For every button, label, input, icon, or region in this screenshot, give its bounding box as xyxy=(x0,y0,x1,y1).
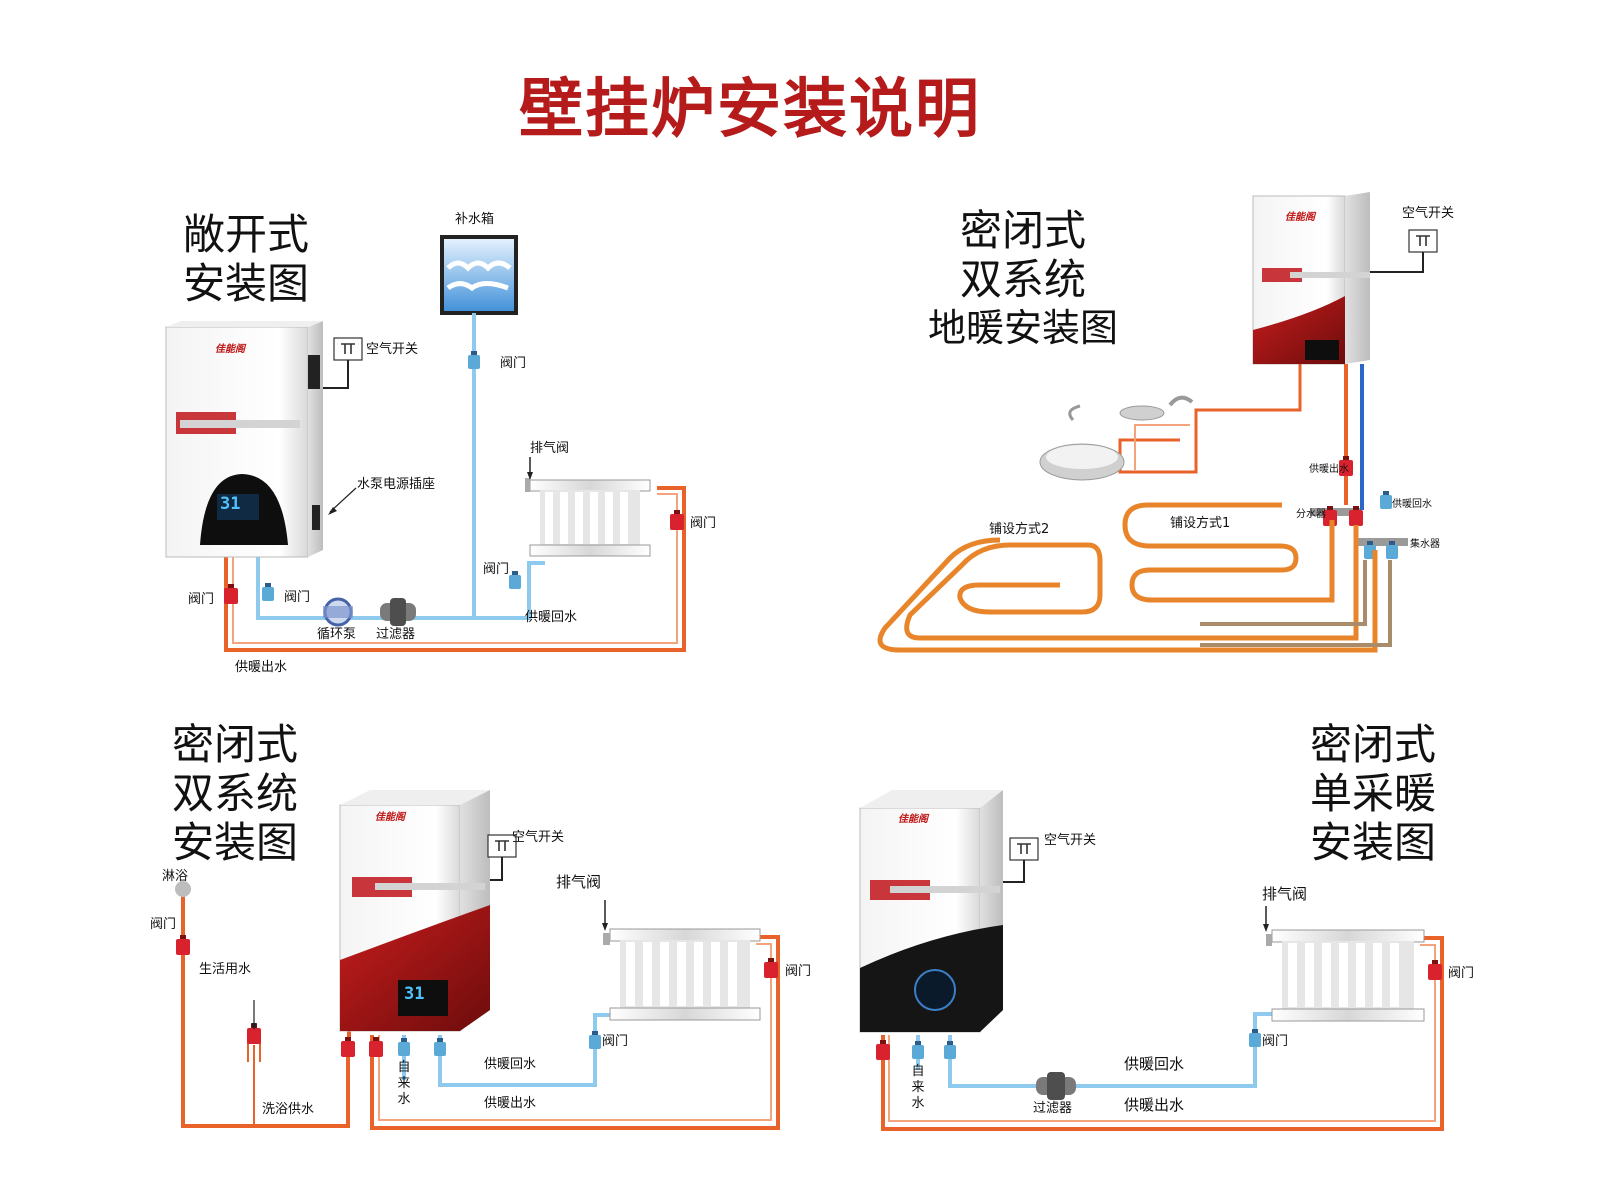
brand-logo: 佳能阁 xyxy=(1285,212,1315,223)
supply-out-label: 供暖出水 xyxy=(1309,464,1349,475)
supply-water-label: 供暖出水 xyxy=(235,660,288,675)
valve-label: 阀门 xyxy=(785,964,812,979)
title-line: 密闭式 xyxy=(1310,720,1437,769)
open-panel-title: 敞开式 安装图 xyxy=(183,210,309,308)
dual-panel-title: 密闭式 双系统 安装图 xyxy=(172,720,298,867)
domestic-water-label: 生活用水 xyxy=(199,962,252,977)
floor-heating-panel xyxy=(877,192,1438,653)
pump-label: 循环泵 xyxy=(317,627,357,642)
valve-label: 阀门 xyxy=(690,516,717,531)
layout-1-label: 铺设方式1 xyxy=(1170,516,1231,531)
single-panel-title: 密闭式 单采暖 安装图 xyxy=(1310,720,1436,867)
valve-label: 阀门 xyxy=(284,590,311,605)
brand-logo: 佳能阁 xyxy=(375,812,405,823)
boiler-display: 31 xyxy=(220,494,241,514)
makeup-tank-label: 补水箱 xyxy=(455,212,495,227)
air-switch-label: 空气开关 xyxy=(1044,833,1097,848)
shower-head-icon xyxy=(1168,395,1194,407)
dual-system-panel xyxy=(175,790,780,1130)
brand-logo: 佳能阁 xyxy=(215,344,245,355)
page-title: 壁挂炉安装说明 xyxy=(519,73,981,147)
air-switch-label: 空气开关 xyxy=(366,342,419,357)
single-heating-panel xyxy=(859,790,1444,1131)
radiator-single xyxy=(1266,929,1425,1022)
valve-label: 阀门 xyxy=(188,592,215,607)
washbasin-icon xyxy=(1119,405,1165,421)
collector-label: 集水器 xyxy=(1410,539,1440,550)
return-in-label: 供暖回水 xyxy=(1392,499,1432,510)
title-line: 密闭式 xyxy=(959,206,1086,255)
air-switch-label: 空气开关 xyxy=(1402,206,1455,221)
shower-icon xyxy=(175,881,191,897)
vent-valve-label: 排气阀 xyxy=(556,873,602,891)
distributor-label: 分水器 xyxy=(1296,509,1326,520)
radiator-open xyxy=(525,478,651,557)
supply-water-label: 供暖出水 xyxy=(484,1096,537,1111)
vent-valve-label: 排气阀 xyxy=(1262,885,1308,903)
vent-valve-label: 排气阀 xyxy=(530,441,570,456)
valve-label: 阀门 xyxy=(602,1034,629,1049)
title-line: 双系统 xyxy=(959,255,1086,304)
valve-label: 阀门 xyxy=(150,917,177,932)
pump-socket-label: 水泵电源插座 xyxy=(357,477,436,492)
filter-label: 过滤器 xyxy=(376,627,416,642)
floor-loop-1 xyxy=(1122,502,1335,603)
makeup-tank-icon xyxy=(440,235,518,315)
tap-water-label: 自来水 xyxy=(911,1064,925,1111)
floor-loop-2 xyxy=(904,525,1359,641)
title-line: 双系统 xyxy=(172,769,299,818)
title-line: 密闭式 xyxy=(172,720,299,769)
return-water-label: 供暖回水 xyxy=(1124,1055,1185,1073)
return-water-label: 供暖回水 xyxy=(525,610,578,625)
tap-water-label: 自来水 xyxy=(397,1060,411,1107)
title-line: 地暖安装图 xyxy=(927,306,1118,350)
supply-water-label: 供暖出水 xyxy=(1124,1096,1185,1114)
radiator-dual xyxy=(603,928,761,1021)
bath-supply-label: 洗浴供水 xyxy=(262,1102,315,1117)
valve-label: 阀门 xyxy=(500,356,527,371)
layout-2-label: 铺设方式2 xyxy=(989,522,1050,537)
title-line: 安装图 xyxy=(183,259,310,308)
title-line: 安装图 xyxy=(1310,818,1437,867)
air-switch-label: 空气开关 xyxy=(512,830,565,845)
title-line: 单采暖 xyxy=(1310,769,1437,818)
valve-label: 阀门 xyxy=(483,562,510,577)
valve-label: 阀门 xyxy=(1262,1034,1289,1049)
brand-logo: 佳能阁 xyxy=(898,814,928,825)
open-system-panel xyxy=(165,235,686,652)
boiler-display: 31 xyxy=(404,984,425,1004)
return-water-label: 供暖回水 xyxy=(484,1057,537,1072)
floor-panel-title: 密闭式 双系统 地暖安装图 xyxy=(918,206,1128,353)
title-line: 安装图 xyxy=(172,818,299,867)
collector-icon xyxy=(1358,538,1408,546)
title-line: 敞开式 xyxy=(183,210,310,259)
valve-label: 阀门 xyxy=(1448,966,1475,981)
filter-label: 过滤器 xyxy=(1033,1101,1073,1116)
shower-label: 淋浴 xyxy=(162,869,189,884)
